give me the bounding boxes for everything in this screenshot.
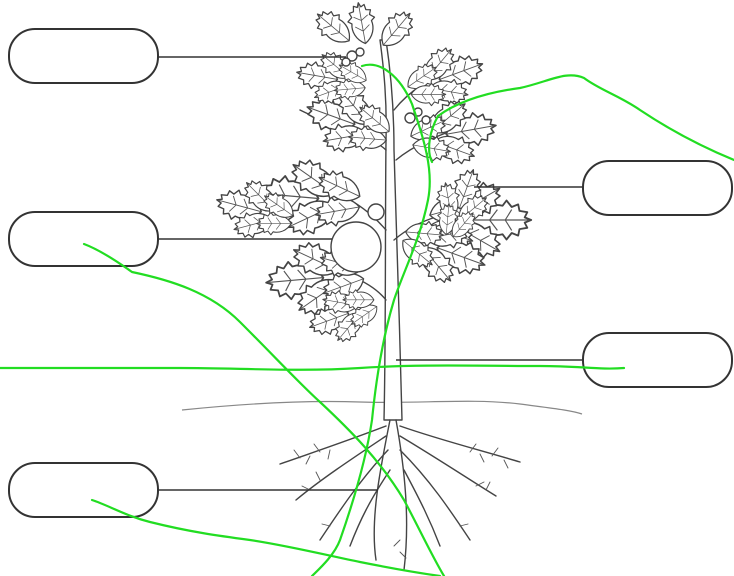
root-system: [279, 419, 521, 571]
tomato-plant-illustration: [181, 0, 583, 571]
label-leaf: [474, 160, 733, 216]
tomato-fruit: [330, 221, 382, 273]
label-root: [8, 462, 378, 518]
annotation-stroke: [90, 498, 442, 576]
annotation-stroke: [0, 364, 626, 371]
label-stem: [396, 332, 733, 388]
label-flower: [8, 28, 346, 84]
label-box[interactable]: [8, 462, 159, 518]
label-fruit: [8, 211, 332, 267]
annotation-stroke: [82, 242, 446, 576]
soil-line: [181, 400, 583, 415]
annotation-stroke: [428, 74, 734, 164]
leaf-cluster: [208, 166, 305, 255]
label-box[interactable]: [8, 28, 159, 84]
annotation-stroke: [310, 63, 431, 576]
label-box[interactable]: [582, 160, 733, 216]
green-annotation-strokes: [0, 63, 734, 576]
main-stem: [379, 39, 403, 421]
flower-cluster: [341, 47, 431, 125]
label-box[interactable]: [582, 332, 733, 388]
label-box[interactable]: [8, 211, 159, 267]
plant-top: [308, 0, 421, 55]
